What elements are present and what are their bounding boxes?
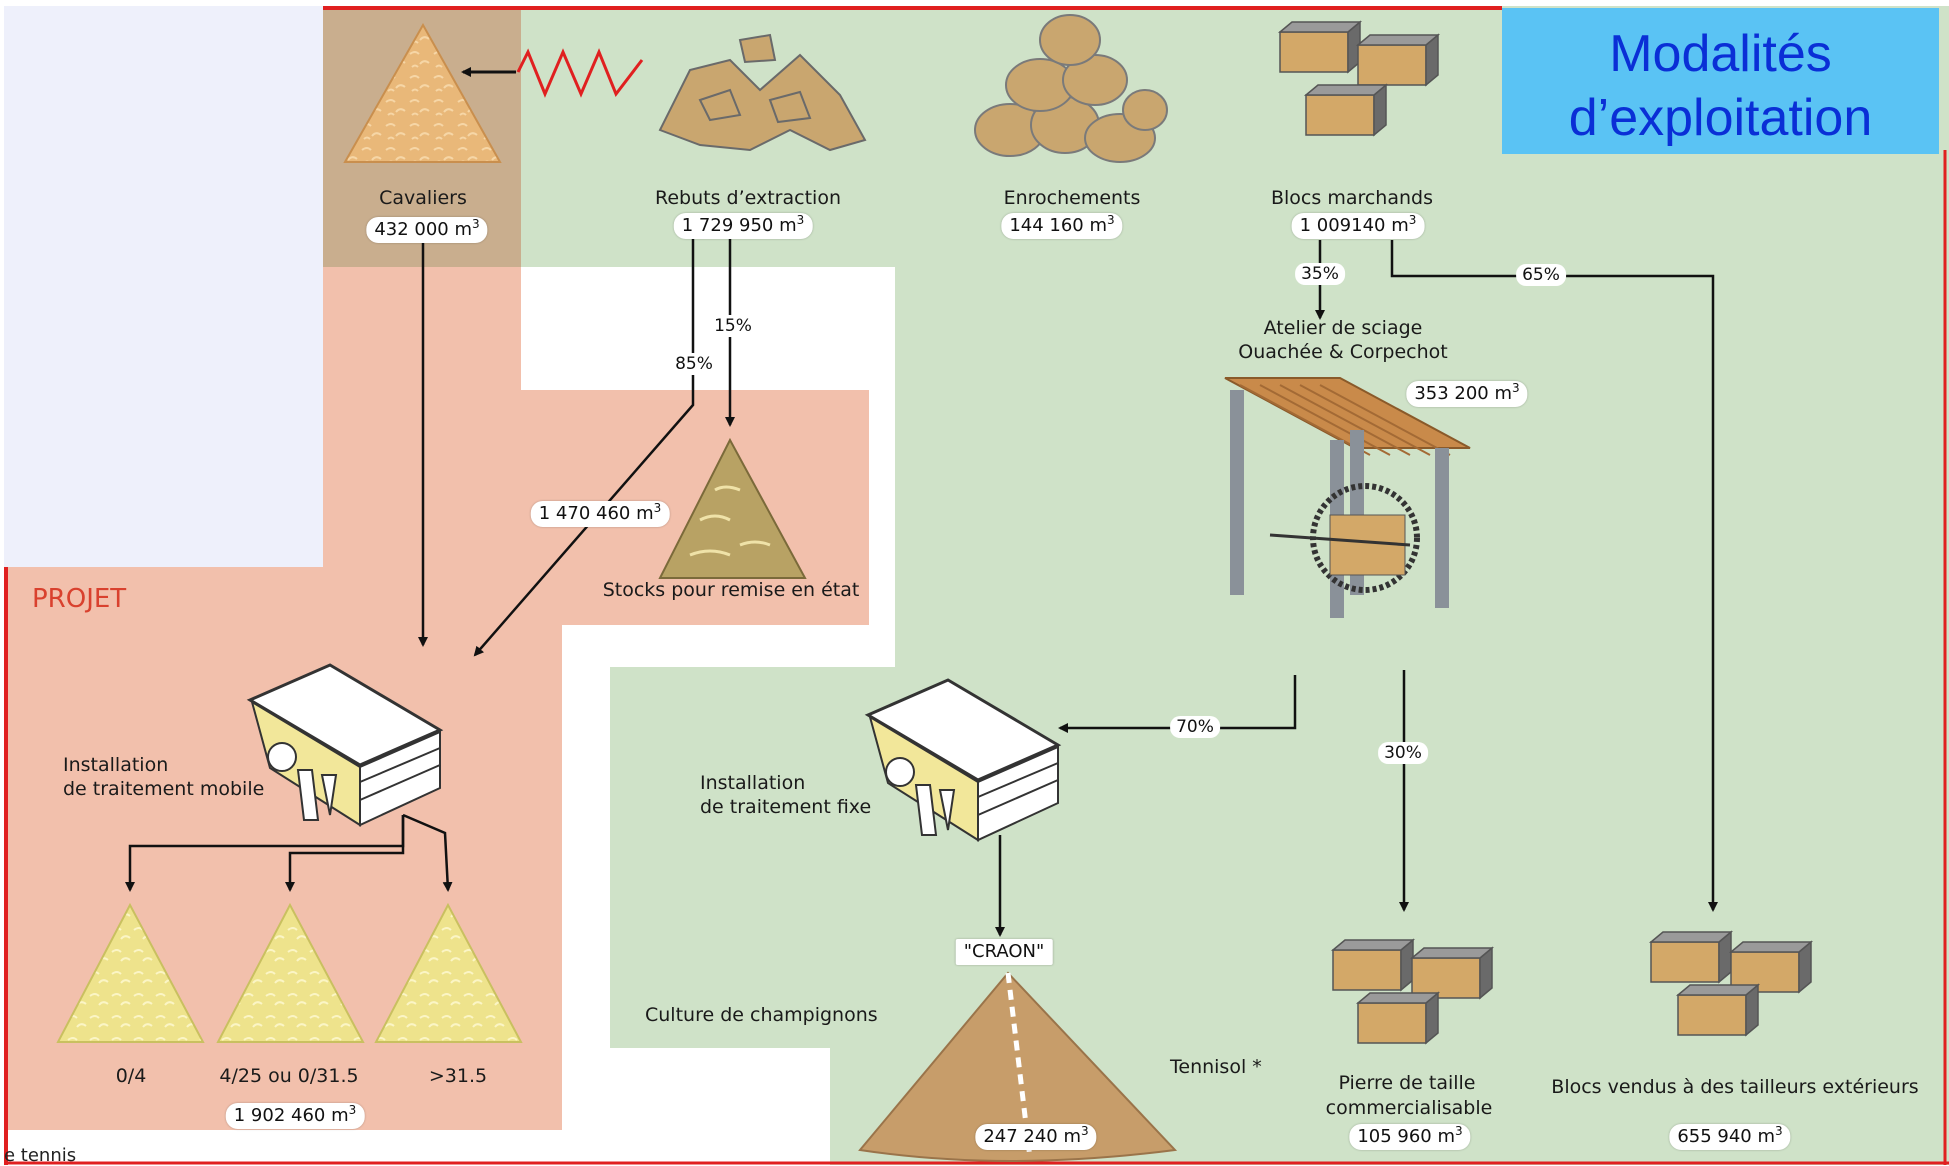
granulats-volume: 1 902 460 m3	[225, 1103, 365, 1129]
pct-35: 35%	[1295, 263, 1345, 285]
blocs-vendus-volume: 655 940 m3	[1669, 1124, 1791, 1150]
atelier-label-line1: Atelier de sciage	[1263, 317, 1423, 339]
tennisol-label: Tennisol *	[1170, 1056, 1262, 1078]
title-box: Modalités d’exploitation	[1502, 8, 1939, 154]
white-band	[4, 267, 895, 1165]
craon-volume: 247 240 m3	[975, 1124, 1097, 1150]
blocs-marchands-volume: 1 009140 m3	[1291, 213, 1425, 239]
blocks-icon-pierre	[1330, 938, 1495, 1045]
blocs-marchands-label: Blocs marchands	[1270, 187, 1434, 209]
projet-label: PROJET	[32, 584, 127, 614]
rebuts-label: Rebuts d’extraction	[655, 187, 841, 209]
stocks-label: Stocks pour remise en état	[602, 579, 860, 601]
rebuts-volume: 1 729 950 m3	[673, 213, 813, 239]
culture-champignons-label: Culture de champignons	[645, 1004, 878, 1026]
fixed-installation-icon	[864, 678, 1062, 842]
arrow-85-to-mobile	[473, 235, 695, 657]
installation-fixe-line2: de traitement fixe	[700, 796, 872, 818]
bottom-text-fragment: e tennis	[4, 1145, 77, 1166]
blocks-icon-vendus	[1648, 930, 1814, 1037]
granulat-label-0-4: 0/4	[115, 1065, 147, 1087]
pct-85: 85%	[669, 353, 719, 375]
enrochements-label: Enrochements	[1003, 187, 1141, 209]
blank-panel	[4, 6, 323, 567]
aggregate-piles-icon	[56, 902, 523, 1043]
stocks-pile-icon	[658, 437, 807, 579]
pierre-taille-line1: Pierre de taille	[1338, 1072, 1476, 1094]
pct-70: 70%	[1170, 716, 1220, 738]
granulat-label-31-5: >31.5	[428, 1065, 488, 1087]
pierre-taille-volume: 105 960 m3	[1349, 1124, 1471, 1150]
pierre-taille-line2: commercialisable	[1325, 1097, 1493, 1119]
zigzag-line	[516, 48, 644, 98]
cavaliers-pile-icon	[343, 22, 502, 163]
page-title: Modalités d’exploitation	[1568, 25, 1873, 147]
blocs-vendus-label: Blocs vendus à des tailleurs extérieurs	[1551, 1076, 1919, 1098]
arrow-mobile-to-4-25	[285, 815, 405, 892]
installation-fixe-line1: Installation	[700, 772, 806, 794]
installation-mobile-line1: Installation	[63, 754, 169, 776]
boulders-icon	[974, 14, 1168, 163]
craon-label: "CRAON"	[955, 939, 1053, 965]
installation-mobile-line2: de traitement mobile	[63, 778, 265, 800]
arrow-mobile-to-31-5	[402, 813, 453, 892]
atelier-volume: 353 200 m3	[1406, 381, 1528, 407]
pct-15: 15%	[708, 315, 758, 337]
pct-30: 30%	[1378, 742, 1428, 764]
arrow-70-to-fixe	[1058, 675, 1297, 733]
projet-region	[4, 267, 869, 1130]
blocks-icon-top	[1277, 20, 1441, 137]
cavaliers-volume: 432 000 m3	[366, 217, 488, 243]
enrochements-volume: 144 160 m3	[1001, 213, 1123, 239]
rebuts-flow-volume: 1 470 460 m3	[530, 501, 670, 527]
sawmill-shed-icon	[1224, 377, 1471, 618]
rubble-icon	[658, 33, 867, 152]
pct-65: 65%	[1516, 264, 1566, 286]
granulat-label-4-25: 4/25 ou 0/31.5	[219, 1065, 359, 1087]
mobile-installation-icon	[246, 663, 444, 827]
atelier-label-line2: Ouachée & Corpechot	[1238, 341, 1448, 363]
cavaliers-label: Cavaliers	[379, 187, 467, 209]
